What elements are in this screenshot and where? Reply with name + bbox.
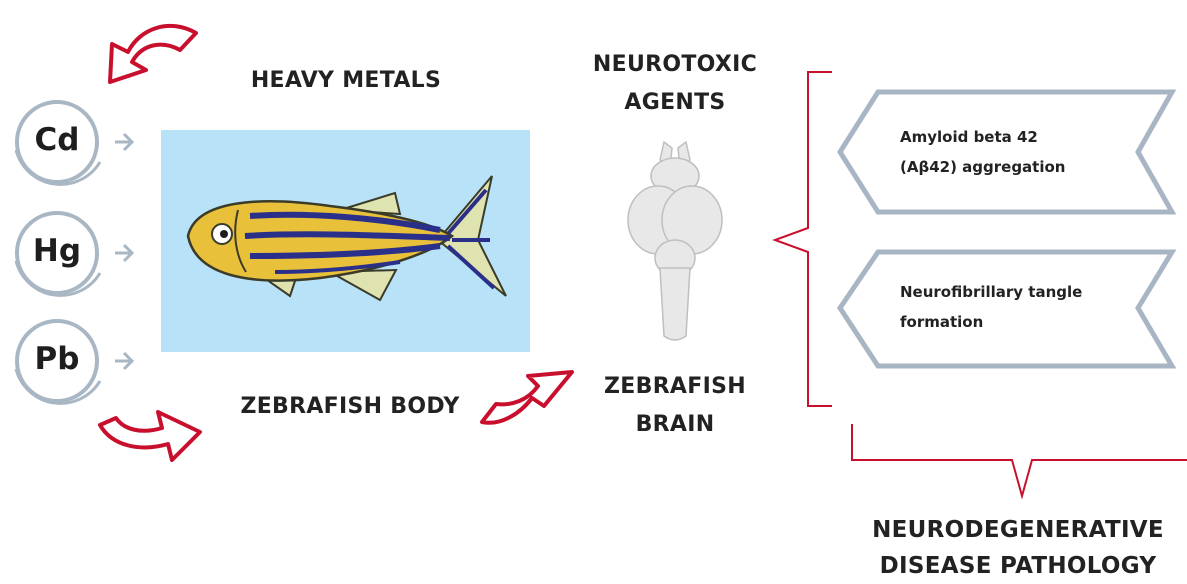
zebrafish-brain-line-2: BRAIN — [560, 406, 790, 444]
metal-hg-label: Hg — [22, 233, 92, 269]
curved-arrow-middle — [482, 372, 572, 423]
curved-arrow-bottom-left — [100, 412, 200, 460]
zebrafish-brain-label: ZEBRAFISH BRAIN — [560, 368, 790, 444]
bottom-brace — [852, 424, 1187, 496]
heavy-metals-label: HEAVY METALS — [226, 68, 466, 93]
pathology-1-line-2: (Aβ42) aggregation — [900, 152, 1065, 182]
zebrafish-brain-line-1: ZEBRAFISH — [560, 368, 790, 406]
neurotoxic-agents-label: NEUROTOXIC AGENTS — [560, 46, 790, 122]
pathology-text-1: Amyloid beta 42 (Aβ42) aggregation — [900, 122, 1065, 182]
metal-cd-label: Cd — [22, 122, 92, 158]
right-brace — [775, 72, 832, 406]
pathology-2-line-2: formation — [900, 307, 1082, 337]
neurotoxic-line-1: NEUROTOXIC — [560, 46, 790, 84]
disease-pathology-label: NEURODEGENERATIVE DISEASE PATHOLOGY — [858, 512, 1178, 584]
disease-line-1: NEURODEGENERATIVE — [858, 512, 1178, 548]
pathology-1-line-1: Amyloid beta 42 — [900, 122, 1065, 152]
disease-line-2: DISEASE PATHOLOGY — [858, 548, 1178, 584]
pathology-text-2: Neurofibrillary tangle formation — [900, 277, 1082, 337]
zebrafish-body-label: ZEBRAFISH BODY — [210, 394, 490, 419]
neurotoxic-line-2: AGENTS — [560, 84, 790, 122]
metal-pb-label: Pb — [22, 341, 92, 377]
zebrafish-brain-illustration — [628, 142, 722, 340]
pathology-2-line-1: Neurofibrillary tangle — [900, 277, 1082, 307]
curved-arrow-top — [110, 26, 196, 82]
